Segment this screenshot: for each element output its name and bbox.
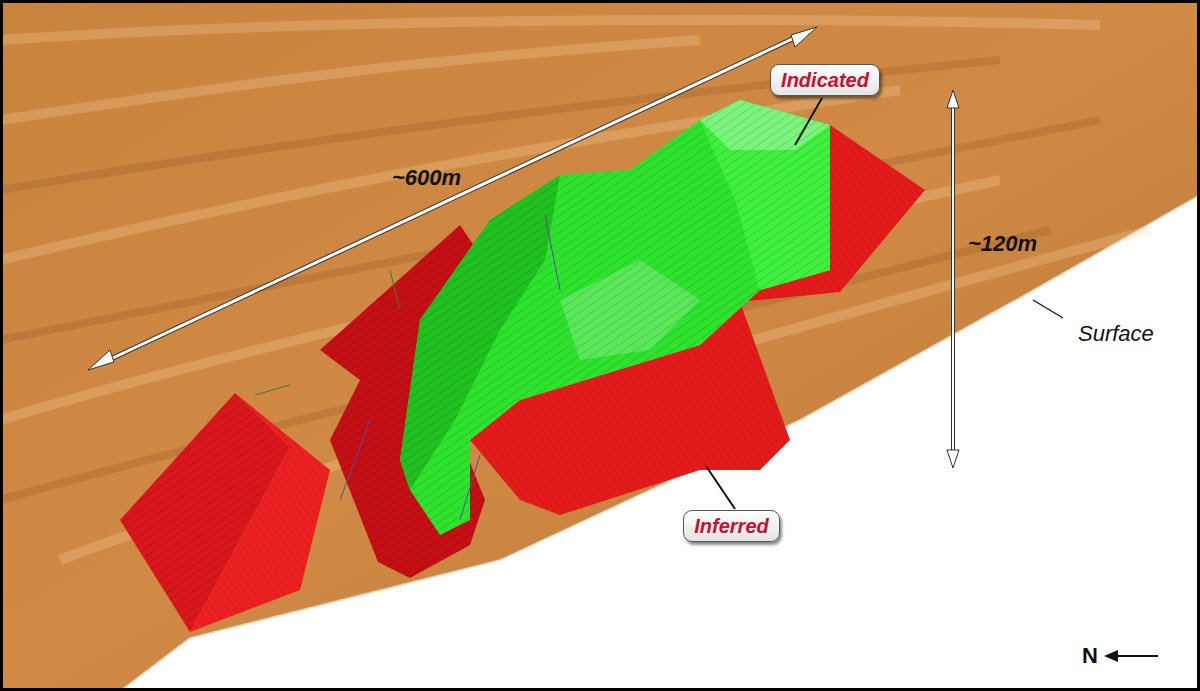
surface-label: Surface (1078, 322, 1154, 346)
callout-text: Inferred (694, 515, 768, 537)
block-texture (400, 100, 830, 535)
drill-trace (255, 385, 290, 395)
dimension-label: ~600m (392, 166, 461, 190)
dimension-arrows (88, 27, 959, 468)
dimension-line (100, 33, 805, 364)
north-arrow-line (1115, 655, 1158, 657)
leader-line (795, 98, 822, 145)
arrowhead (88, 350, 114, 370)
arrowhead (947, 90, 959, 108)
dimension-line (952, 100, 954, 458)
arrowhead (947, 450, 959, 468)
callout-text: Indicated (781, 69, 869, 91)
drill-trace (340, 420, 370, 500)
ore-blocks (120, 100, 925, 632)
drill-trace (390, 270, 400, 310)
drill-traces (255, 215, 560, 520)
north-label: N (1082, 644, 1098, 668)
dimension-line (100, 33, 805, 364)
drill-trace (545, 215, 560, 290)
callout-box: Inferred (683, 510, 780, 542)
block-texture (190, 393, 330, 632)
leader-line (706, 466, 735, 509)
north-arrow (1104, 650, 1158, 662)
dimension-line (951, 100, 955, 458)
drill-trace (460, 455, 480, 520)
leader-lines (706, 98, 1063, 509)
leader-line (1033, 300, 1063, 318)
arrowhead (1104, 650, 1118, 662)
arrowhead (791, 27, 817, 47)
callout-box: Indicated (770, 64, 880, 96)
dimension-label: ~120m (968, 232, 1037, 256)
indicated-block (400, 100, 830, 535)
